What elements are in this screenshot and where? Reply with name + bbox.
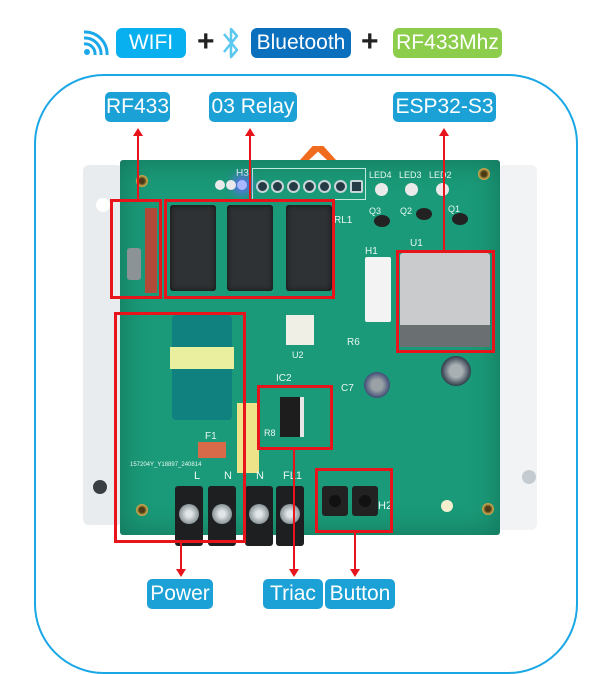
- connector-line-power: [180, 543, 182, 571]
- rf433-crystal: [127, 248, 141, 280]
- mounting-hole: [136, 504, 148, 516]
- enclosure-hole: [522, 470, 536, 484]
- triac: [280, 397, 304, 437]
- enclosure-hole: [93, 480, 107, 494]
- rf433mhz-badge: RF433Mhz: [393, 28, 502, 58]
- screw: [179, 504, 199, 524]
- silk-led3: LED3: [399, 170, 422, 180]
- silk-r6: R6: [347, 337, 360, 348]
- silk-ic2: IC2: [276, 373, 292, 384]
- connector-line-relay: [249, 134, 251, 200]
- led4: [375, 183, 388, 196]
- mounting-hole: [478, 168, 490, 180]
- silk-f1: F1: [205, 431, 217, 442]
- connector-line-rf433: [137, 134, 139, 200]
- bluetooth-badge: Bluetooth: [251, 28, 351, 58]
- transistor-q1: [452, 213, 468, 225]
- arrow-down-icon: [289, 569, 299, 577]
- wifi-icon: [80, 28, 110, 58]
- arrow-down-icon: [176, 569, 186, 577]
- header-pin: [350, 180, 363, 193]
- plus-sign: +: [197, 25, 215, 58]
- screw: [212, 504, 232, 524]
- silk-led4: LED4: [369, 170, 392, 180]
- arrow-down-icon: [350, 569, 360, 577]
- enclosure-right-rail: [497, 165, 537, 530]
- callout-power: Power: [147, 579, 213, 609]
- highlight-button: [315, 468, 393, 533]
- header-pin: [303, 180, 316, 193]
- capacitor-c7: [364, 372, 390, 398]
- silk-lot-number: 157204Y_Y18897_240814: [130, 462, 202, 468]
- header-pin: [287, 180, 300, 193]
- header-pin: [256, 180, 269, 193]
- silk-term-n: N: [224, 470, 232, 482]
- silk-h3: H3: [236, 168, 249, 179]
- h1-connector: [365, 257, 391, 322]
- transformer: [170, 347, 234, 369]
- silk-h1: H1: [365, 246, 378, 257]
- highlight-esp32: [396, 250, 495, 353]
- silk-q3: Q3: [369, 206, 382, 216]
- highlight-rf433: [110, 199, 162, 299]
- silk-rl1: RL1: [334, 215, 353, 226]
- relay-3: [286, 205, 332, 291]
- highlight-power: [114, 312, 246, 543]
- mounting-hole: [136, 175, 148, 187]
- mounting-hole: [482, 503, 494, 515]
- relay-2: [227, 205, 273, 291]
- highlight-relay: [164, 199, 335, 299]
- callout-esp32: ESP32-S3: [393, 92, 496, 122]
- silk-term-n2: N: [256, 470, 264, 482]
- arrow-up-icon: [245, 128, 255, 136]
- arrow-up-icon: [439, 128, 449, 136]
- silk-r8: R8: [264, 428, 276, 438]
- rf433-module: [145, 208, 157, 293]
- callout-button: Button: [325, 579, 395, 609]
- relay-1: [170, 205, 216, 291]
- capacitor-c8: [441, 356, 471, 386]
- button-sw6[interactable]: [352, 486, 378, 516]
- transistor-q3: [374, 215, 390, 227]
- callout-rf433: RF433: [105, 92, 170, 122]
- led3: [405, 183, 418, 196]
- status-led: [215, 180, 225, 190]
- silk-q1: Q1: [448, 204, 461, 214]
- silk-c7: C7: [341, 383, 354, 394]
- highlight-triac: [257, 385, 333, 450]
- connector-line-esp32: [443, 134, 445, 251]
- enclosure-hole: [96, 198, 110, 212]
- screw: [249, 504, 269, 524]
- optocoupler-u2: [286, 315, 314, 345]
- wifi-badge: WIFI: [116, 28, 186, 58]
- bluetooth-icon: [221, 24, 241, 62]
- status-led-blue: [237, 180, 247, 190]
- silk-term-fl1: FL1: [283, 470, 302, 482]
- status-led: [226, 180, 236, 190]
- header-pin: [271, 180, 284, 193]
- header-pin: [318, 180, 331, 193]
- silk-led2: LED2: [429, 170, 452, 180]
- button-sw2[interactable]: [322, 486, 348, 516]
- connector-line-triac: [293, 450, 295, 571]
- callout-triac: Triac: [263, 579, 323, 609]
- silk-q2: Q2: [400, 206, 413, 216]
- silk-term-l: L: [194, 470, 201, 482]
- header-pin: [334, 180, 347, 193]
- plus-sign: +: [361, 25, 379, 58]
- connector-line-button: [354, 533, 356, 571]
- fuse-f1: [198, 442, 226, 458]
- arrow-up-icon: [133, 128, 143, 136]
- led1: [441, 500, 453, 512]
- silk-u1: U1: [410, 238, 423, 249]
- silk-u2: U2: [292, 350, 304, 360]
- callout-relay: 03 Relay: [209, 92, 297, 122]
- silk-h2: H2: [378, 500, 393, 512]
- transistor-q2: [416, 208, 432, 220]
- screw: [280, 504, 300, 524]
- esp32-antenna: [400, 325, 490, 347]
- x-capacitor: [237, 403, 259, 473]
- led2: [436, 183, 449, 196]
